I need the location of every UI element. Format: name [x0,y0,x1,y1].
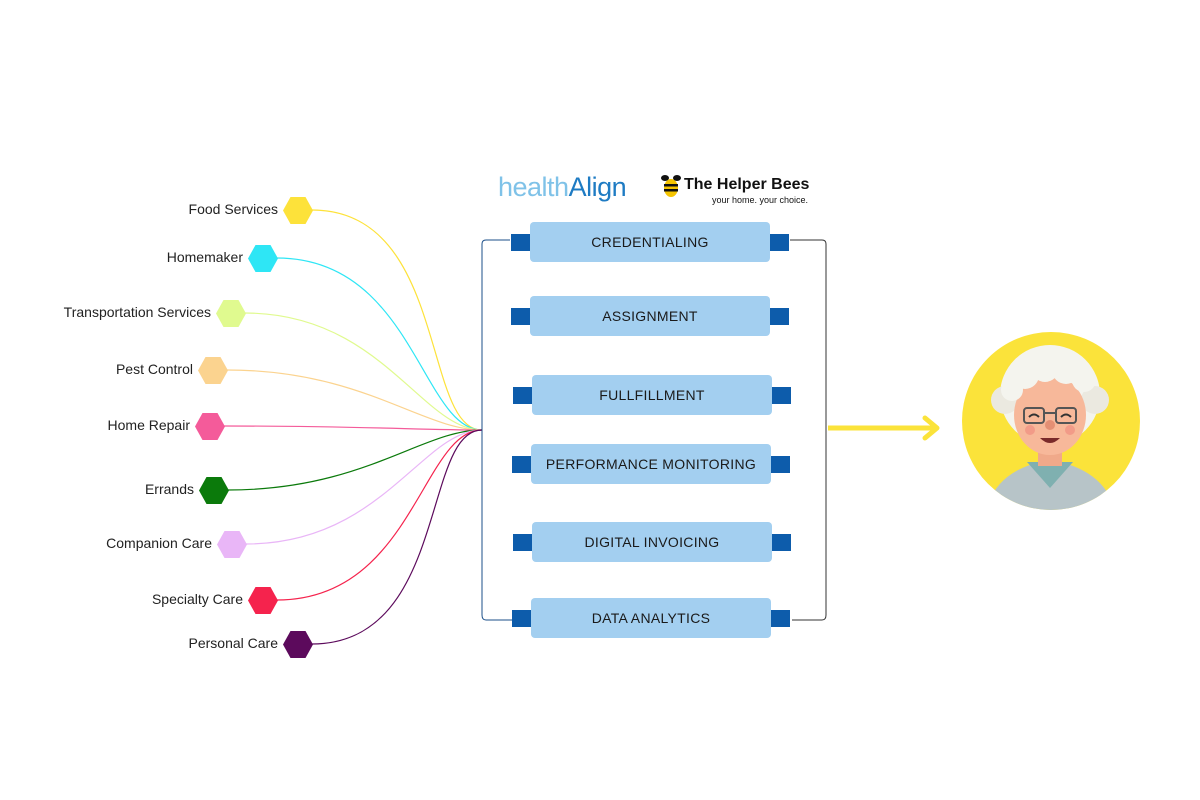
helper-bees-name: The Helper Bees [684,176,810,193]
process-step: FULLFILLMENT [532,375,772,415]
step-connector-left [512,610,531,627]
service-connector [311,209,483,431]
service-hexagon-icon [283,631,313,658]
service-label: Specialty Care [151,591,243,607]
service-connector [276,257,483,431]
service-label: Homemaker [166,249,243,265]
service-label: Food Services [188,201,278,217]
step-connector-right [770,234,789,251]
step-connector-left [512,456,531,473]
service-connector [311,429,483,645]
step-connector-right [772,387,791,404]
process-step: PERFORMANCE MONITORING [531,444,771,484]
helper-bees-tagline: your home. your choice. [712,195,809,205]
service-connector [245,429,483,545]
right-bracket [790,239,827,621]
process-step: DIGITAL INVOICING [532,522,772,562]
service-hexagon-icon [248,245,278,272]
service-label: Home Repair [107,417,190,433]
healthalign-logo: healthAlign [498,172,627,203]
service-connector [226,369,483,431]
service-hexagon-icon [216,300,246,327]
arrow-right-icon [828,415,940,441]
elderly-person-icon [962,332,1140,510]
service-hexagon-icon [198,357,228,384]
step-connector-left [511,234,530,251]
step-connector-left [513,387,532,404]
step-connector-left [513,534,532,551]
service-connector [227,429,483,491]
service-label: Companion Care [106,535,212,551]
step-connector-right [772,534,791,551]
service-connector [244,312,483,431]
service-label: Errands [144,481,194,497]
service-connector [276,429,483,601]
service-hexagon-icon [199,477,229,504]
step-connector-right [771,610,790,627]
service-hexagon-icon [195,413,225,440]
step-connector-right [771,456,790,473]
healthalign-logo-part1: health [498,172,569,202]
left-bracket [481,239,512,621]
service-connectors [223,209,483,645]
bee-icon [661,175,681,197]
step-connector-left [511,308,530,325]
service-hexagon-icon [217,531,247,558]
process-step: ASSIGNMENT [530,296,770,336]
healthalign-logo-part2: Align [568,172,627,202]
service-connector [223,425,483,431]
service-label: Transportation Services [63,304,211,320]
service-hexagon-icon [283,197,313,224]
service-label: Pest Control [115,361,193,377]
service-label: Personal Care [188,635,279,651]
process-step: DATA ANALYTICS [531,598,771,638]
process-step: CREDENTIALING [530,222,770,262]
service-hexagon-icon [248,587,278,614]
step-connector-right [770,308,789,325]
